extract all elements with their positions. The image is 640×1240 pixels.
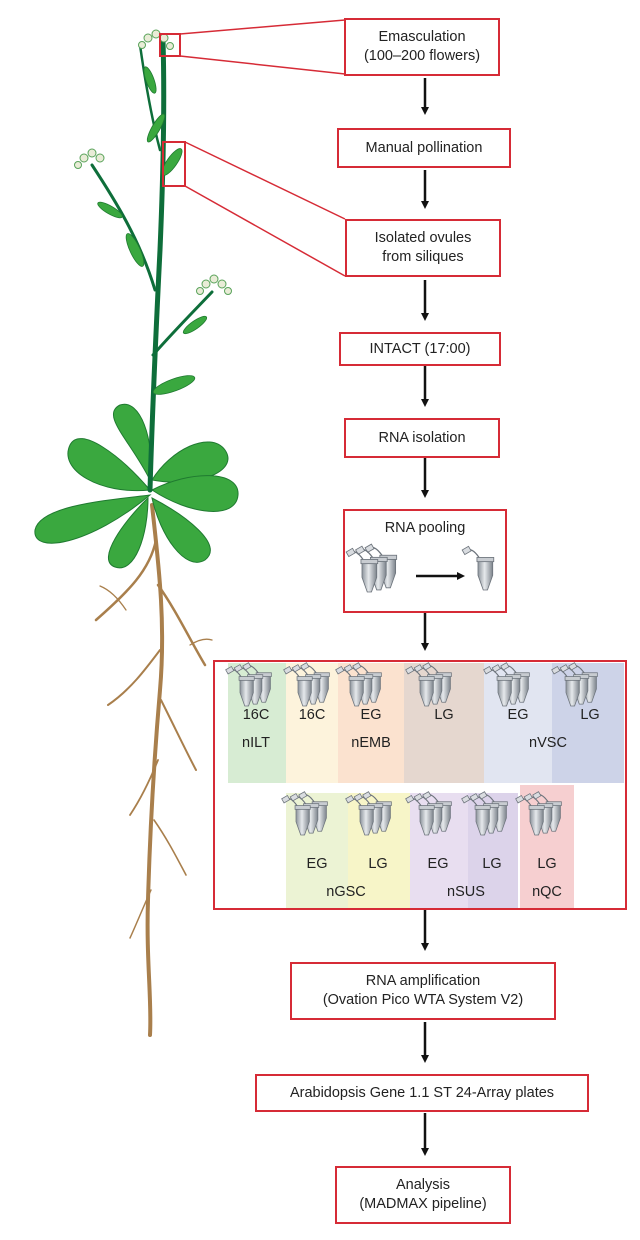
rna-pooling-title: RNA pooling [384, 520, 466, 536]
tube-icon [283, 665, 313, 707]
plant-roots [94, 503, 213, 1037]
rna-amplification-detail: (Ovation Pico WTA System V2) [322, 992, 524, 1008]
step-array-plates: Arabidopsis Gene 1.1 ST 24-Array plates [255, 1074, 589, 1112]
intact-title: INTACT (17:00) [369, 340, 471, 357]
sample-tubes [225, 662, 598, 836]
sample-stage-label: EG [507, 707, 529, 723]
sample-group-label: nEMB [351, 735, 391, 751]
step-rna-pooling: RNA pooling [343, 509, 507, 613]
plant-stem [147, 37, 167, 493]
step-rna-isolation: RNA isolation [344, 418, 500, 458]
analysis-title: Analysis [396, 1177, 450, 1193]
tube-icon [483, 665, 513, 707]
plant-branches [90, 43, 214, 357]
rna-isolation-title: RNA isolation [378, 429, 466, 446]
flower-clusters [74, 29, 232, 295]
tube-icon [225, 665, 255, 707]
rna-amplification-title: RNA amplification [365, 973, 481, 989]
tube-icon [551, 665, 581, 707]
sample-stage-label: LG [368, 856, 388, 872]
tube-icon [515, 794, 545, 836]
tube-icon [281, 794, 311, 836]
analysis-detail: (MADMAX pipeline) [359, 1196, 487, 1212]
emasculation-detail: (100–200 flowers) [363, 48, 481, 64]
step-isolated-ovules: Isolated ovules from siliques [345, 219, 501, 277]
rna-pooling-graphic [345, 543, 495, 593]
tube-icon [345, 794, 375, 836]
arabidopsis-plant [34, 29, 239, 1037]
step-manual-pollination: Manual pollination [337, 128, 511, 168]
cauline-leaves [97, 66, 208, 395]
samples-panel [213, 660, 627, 910]
sample-stage-label: LG [580, 707, 600, 723]
tube-icon [335, 665, 365, 707]
tube-icon [461, 545, 495, 591]
sample-group-label: nILT [242, 735, 270, 751]
rosette-leaves [34, 403, 239, 569]
sample-group-label: nSUS [447, 884, 485, 900]
sample-stage-label: 16C [242, 707, 270, 723]
sample-stage-label: EG [306, 856, 328, 872]
tube-icon [461, 794, 491, 836]
step-analysis: Analysis (MADMAX pipeline) [335, 1166, 511, 1224]
zoom-callouts [159, 19, 346, 277]
emasculation-title: Emasculation [378, 29, 466, 45]
step-intact: INTACT (17:00) [339, 332, 501, 366]
sample-stage-label: LG [537, 856, 557, 872]
sample-group-label: nQC [532, 884, 562, 900]
tube-icon [405, 794, 435, 836]
sample-stage-label: LG [434, 707, 454, 723]
pooling-tubes [345, 543, 495, 593]
isolated-ovules-line2: from siliques [382, 249, 464, 265]
array-plates-title: Arabidopsis Gene 1.1 ST 24-Array plates [289, 1084, 555, 1101]
sample-stage-label: EG [360, 707, 382, 723]
sample-stage-label: 16C [298, 707, 326, 723]
tube-icon [345, 547, 379, 593]
isolated-ovules-line1: Isolated ovules [374, 230, 472, 246]
pollination-title: Manual pollination [365, 139, 483, 156]
step-emasculation: Emasculation (100–200 flowers) [344, 18, 500, 76]
tube-icon [405, 665, 435, 707]
sample-group-label: nGSC [326, 884, 366, 900]
sample-stage-label: LG [482, 856, 502, 872]
sample-stage-label: EG [427, 856, 449, 872]
sample-group-label: nVSC [529, 735, 567, 751]
step-rna-amplification: RNA amplification (Ovation Pico WTA Syst… [290, 962, 556, 1020]
